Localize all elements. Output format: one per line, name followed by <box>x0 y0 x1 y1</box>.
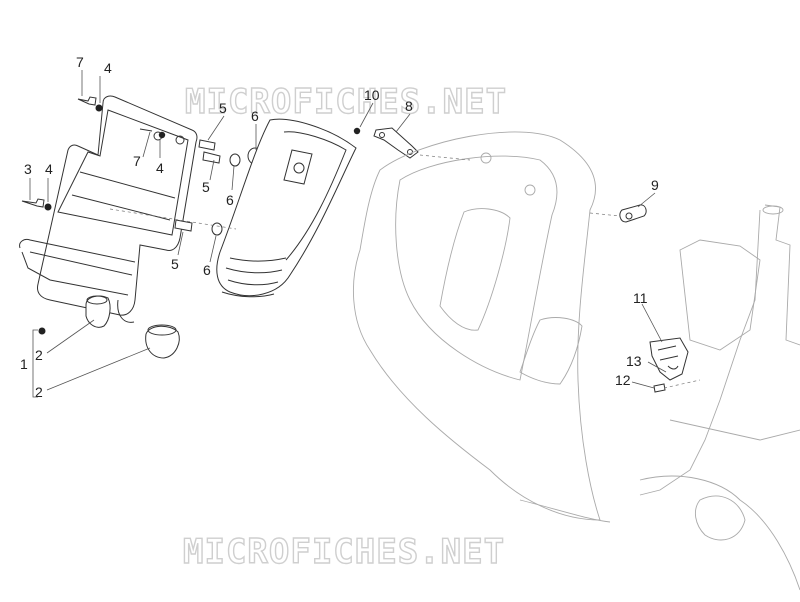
frame <box>639 204 800 591</box>
leader-lines <box>29 70 667 398</box>
label-6-lower: 6 <box>203 262 211 278</box>
label-7-top: 7 <box>76 54 84 70</box>
label-4-top: 4 <box>104 60 112 76</box>
front-rack <box>19 95 198 323</box>
assembly-line-3 <box>589 212 621 217</box>
label-5-upper: 5 <box>219 100 227 116</box>
watermark-bottom: MICROFICHES.NET <box>183 532 505 572</box>
horn-cover <box>216 118 357 298</box>
label-2-upper: 2 <box>35 347 43 363</box>
label-4-left: 4 <box>45 161 53 177</box>
label-9: 9 <box>651 177 659 193</box>
label-6-mid: 6 <box>226 192 234 208</box>
clip-9 <box>619 204 647 223</box>
label-5-lower: 5 <box>171 256 179 272</box>
label-13: 13 <box>626 353 642 369</box>
label-1: 1 <box>20 356 28 372</box>
rack-fasteners <box>21 96 166 335</box>
label-7-mid: 7 <box>133 153 141 169</box>
rubber-feet <box>85 295 180 359</box>
label-10: 10 <box>364 87 380 103</box>
label-8: 8 <box>405 98 413 114</box>
label-11: 11 <box>633 290 648 306</box>
label-6-upper: 6 <box>251 108 259 124</box>
label-2-lower: 2 <box>35 384 43 400</box>
assembly-line-4 <box>663 379 701 389</box>
label-4-mid: 4 <box>156 160 164 176</box>
watermark-top: MICROFICHES.NET <box>185 82 507 122</box>
label-12: 12 <box>615 372 631 388</box>
bracket <box>353 127 419 159</box>
bracket-11 <box>649 337 689 393</box>
label-5-mid: 5 <box>202 179 210 195</box>
label-3: 3 <box>24 161 32 177</box>
front-shield <box>353 131 611 523</box>
assembly-line-2 <box>419 154 471 161</box>
part-labels: 7 4 3 4 5 7 4 6 5 6 5 6 1 2 2 10 8 9 11 … <box>20 54 659 400</box>
